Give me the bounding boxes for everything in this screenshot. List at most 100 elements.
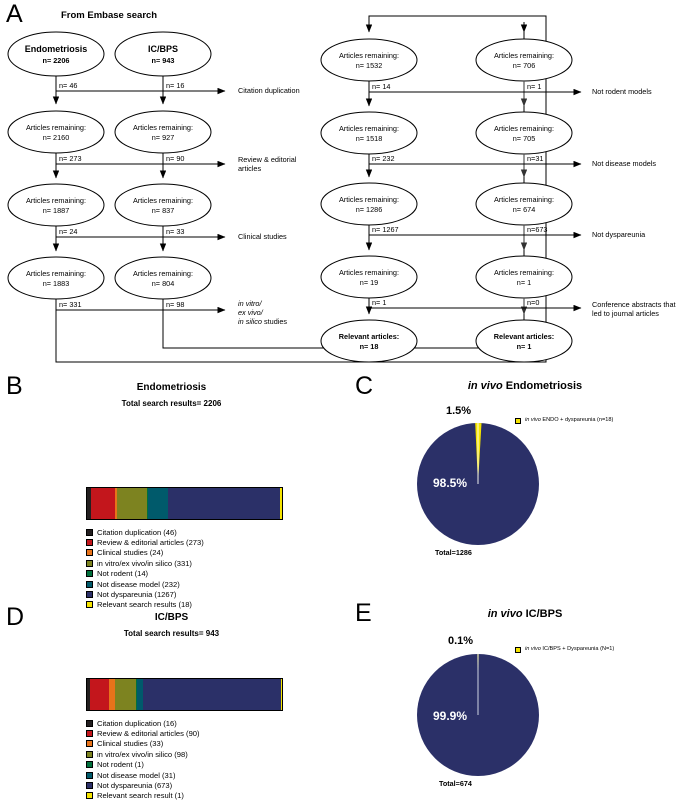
svg-text:n= 1: n= 1 xyxy=(372,298,386,307)
panel-c-title-rest: Endometriosis xyxy=(505,380,583,392)
pie-e-legend: in vivo IC/BPS + Dyspareunia (N=1) xyxy=(515,646,614,653)
legend-row: Not rodent (14) xyxy=(86,569,204,579)
bar-segment xyxy=(142,679,281,710)
svg-text:n= 1: n= 1 xyxy=(517,342,532,351)
legend-label: Not rodent (1) xyxy=(97,760,144,770)
legend-swatch-yellow-icon xyxy=(515,647,521,653)
svg-text:n= 18: n= 18 xyxy=(360,342,379,351)
bar-segment xyxy=(90,679,109,710)
pie-e-legend-italic: in vivo xyxy=(525,646,541,652)
svg-text:n= 24: n= 24 xyxy=(59,227,77,236)
svg-text:n= 804: n= 804 xyxy=(152,279,175,288)
legend-b: Citation duplication (46)Review & editor… xyxy=(86,527,204,610)
bar-segment xyxy=(87,679,91,710)
panel-b-title: Endometriosis xyxy=(136,382,207,393)
legend-label: Citation duplication (16) xyxy=(97,718,177,728)
svg-text:Articles remaining:: Articles remaining: xyxy=(133,196,193,205)
svg-text:n= 33: n= 33 xyxy=(166,227,184,236)
legend-row: Clinical studies (33) xyxy=(86,739,200,749)
panel-c-letter: C xyxy=(355,372,374,400)
legend-swatch-icon xyxy=(86,750,93,758)
legend-swatch-icon xyxy=(86,719,93,727)
svg-text:Articles remaining:: Articles remaining: xyxy=(339,195,399,204)
svg-text:Articles remaining:: Articles remaining: xyxy=(26,269,86,278)
svg-text:n= 1267: n= 1267 xyxy=(372,225,399,234)
bar-segment xyxy=(117,488,147,519)
legend-swatch-icon xyxy=(86,539,93,547)
svg-text:n= 98: n= 98 xyxy=(166,300,184,309)
pie-e-legend-text: in vivo IC/BPS + Dyspareunia (N=1) xyxy=(525,646,614,652)
svg-text:Relevant articles:: Relevant articles: xyxy=(339,332,399,341)
pie-c-legend: in vivo ENDO + dyspareunia (n=18) xyxy=(515,417,613,424)
legend-swatch-icon xyxy=(86,792,93,800)
svg-text:Articles remaining:: Articles remaining: xyxy=(133,123,193,132)
svg-text:n= 1286: n= 1286 xyxy=(356,205,383,214)
panel-a-letter: A xyxy=(6,0,23,28)
svg-text:n= 1: n= 1 xyxy=(517,278,531,287)
svg-text:Articles remaining:: Articles remaining: xyxy=(494,124,554,133)
pie-c-main-pct: 98.5% xyxy=(433,476,468,490)
legend-label: Not dyspareunia (1267) xyxy=(97,590,177,600)
stacked-bar-b xyxy=(86,487,283,520)
svg-text:n= 1887: n= 1887 xyxy=(43,206,70,215)
legend-label: Review & editorial articles (90) xyxy=(97,729,200,739)
svg-text:n= 705: n= 705 xyxy=(513,134,536,143)
legend-swatch-icon xyxy=(86,570,93,578)
svg-text:Review & editorial: Review & editorial xyxy=(238,155,297,164)
svg-text:Articles remaining:: Articles remaining: xyxy=(339,51,399,60)
svg-text:n= 706: n= 706 xyxy=(513,61,536,70)
legend-swatch-yellow-icon xyxy=(515,418,521,424)
svg-text:n= 273: n= 273 xyxy=(59,154,82,163)
svg-text:Articles remaining:: Articles remaining: xyxy=(494,195,554,204)
svg-text:Not rodent models: Not rodent models xyxy=(592,87,652,96)
legend-row: Clinical studies (24) xyxy=(86,548,204,558)
panel-d-letter: D xyxy=(6,603,25,631)
legend-label: in vitro/ex vivo/in silico (331) xyxy=(97,558,192,568)
svg-text:Conference abstracts that: Conference abstracts that xyxy=(592,300,676,309)
legend-row: Citation duplication (16) xyxy=(86,718,200,728)
pie-c-slice-pct: 1.5% xyxy=(446,405,472,417)
legend-swatch-icon xyxy=(86,782,93,790)
legend-row: Citation duplication (46) xyxy=(86,527,204,537)
legend-label: in vitro/ex vivo/in silico (98) xyxy=(97,749,188,759)
bar-segment xyxy=(87,488,92,519)
pie-e-legend-rest: IC/BPS + Dyspareunia (N=1) xyxy=(540,646,615,652)
pie-c-legend-italic: in vivo xyxy=(525,417,541,423)
svg-text:ex vivo/: ex vivo/ xyxy=(238,308,264,317)
legend-swatch-icon xyxy=(86,559,93,567)
legend-swatch-icon xyxy=(86,740,93,748)
svg-text:n= 1883: n= 1883 xyxy=(43,279,70,288)
stacked-bar-d xyxy=(86,678,283,711)
svg-text:Articles remaining:: Articles remaining: xyxy=(339,124,399,133)
legend-row: in vitro/ex vivo/in silico (331) xyxy=(86,558,204,568)
svg-text:n= 46: n= 46 xyxy=(59,81,77,90)
legend-row: Relevant search result (1) xyxy=(86,791,200,801)
bar-segment xyxy=(115,679,136,710)
svg-text:n= 943: n= 943 xyxy=(152,56,175,65)
pie-c-svg xyxy=(417,422,539,545)
svg-text:n= 927: n= 927 xyxy=(152,133,175,142)
svg-text:Articles remaining:: Articles remaining: xyxy=(494,51,554,60)
pie-e-svg xyxy=(417,653,539,776)
legend-row: Not dyspareunia (1267) xyxy=(86,589,204,599)
svg-text:n= 2160: n= 2160 xyxy=(43,133,70,142)
legend-swatch-icon xyxy=(86,528,93,536)
panel-e-title-rest: IC/BPS xyxy=(525,608,563,620)
legend-label: Relevant search result (1) xyxy=(97,791,184,801)
panel-b-subtitle: Total search results= 2206 xyxy=(121,399,222,408)
flowchart-svg: From Embase search Endometriosis n= 2206… xyxy=(7,10,676,363)
pie-c-legend-rest: ENDO + dyspareunia (n=18) xyxy=(540,417,614,423)
legend-label: Citation duplication (46) xyxy=(97,527,177,537)
bar-segment xyxy=(146,488,148,519)
panel-d-subtitle: Total search results= 943 xyxy=(123,629,220,638)
legend-row: Review & editorial articles (90) xyxy=(86,728,200,738)
legend-row: Review & editorial articles (273) xyxy=(86,537,204,547)
svg-text:in silico studies: in silico studies xyxy=(238,317,287,326)
pie-c-legend-text: in vivo ENDO + dyspareunia (n=18) xyxy=(525,417,613,423)
svg-text:articles: articles xyxy=(238,164,261,173)
bar-segment xyxy=(280,679,282,710)
legend-swatch-icon xyxy=(86,730,93,738)
svg-text:n= 2206: n= 2206 xyxy=(43,56,70,65)
legend-swatch-icon xyxy=(86,601,93,609)
bar-segment xyxy=(280,488,282,519)
